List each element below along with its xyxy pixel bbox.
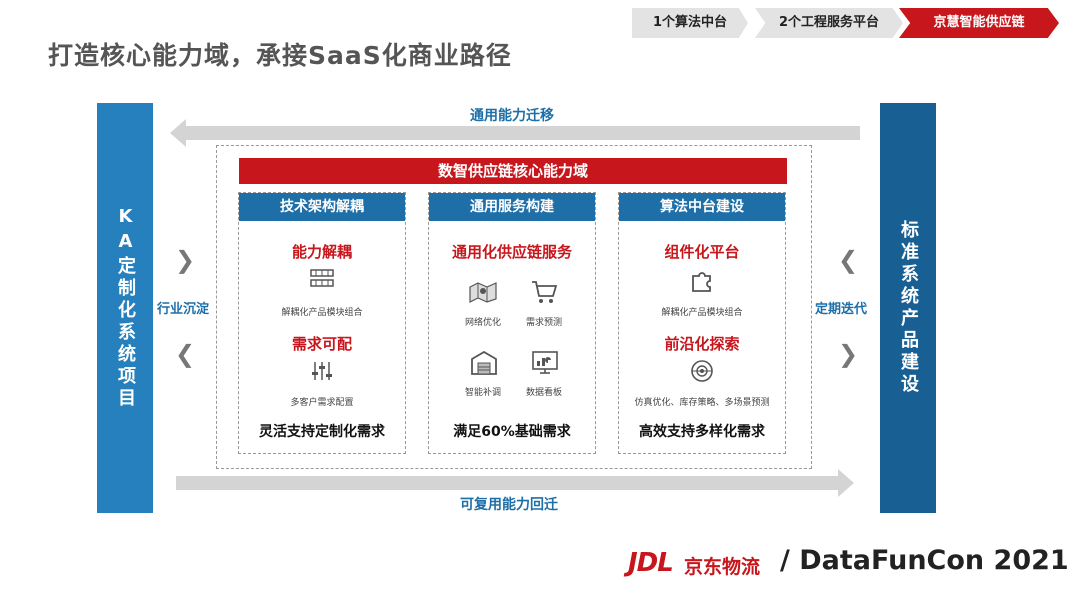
service-cell-label: 智能补调 <box>464 388 501 398</box>
chevron-left-icon: ❮ <box>838 246 859 274</box>
panel-item-title: 通用化供应链服务 <box>451 243 572 261</box>
jdl-logo-text: 京东物流 <box>684 556 761 578</box>
service-cell-label: 需求预测 <box>525 318 562 328</box>
module-grid-icon <box>310 269 334 289</box>
chevron-right-icon: ❯ <box>838 340 859 368</box>
core-capability-frame <box>216 145 812 469</box>
puzzle-piece-icon <box>690 269 714 293</box>
jdl-logo: JDL <box>628 548 674 578</box>
panel-service-building: 通用服务构建 通用化供应链服务 网络优化 需求预测 智能补调 数据看板 满足60… <box>428 192 596 454</box>
panel-item-title: 能力解耦 <box>291 243 352 261</box>
bottom-flow-arrow <box>176 469 854 497</box>
breadcrumb-step-1: 1个算法中台 <box>632 8 748 38</box>
breadcrumb-step-3-active: 京慧智能供应链 <box>899 8 1059 38</box>
panel-item-title: 需求可配 <box>291 335 352 353</box>
dashboard-monitor-icon <box>532 351 558 375</box>
datafuncon-logo: / DataFunCon 2021 <box>780 545 1069 576</box>
panel-algorithm-platform: 算法中台建设 组件化平台 解耦化产品模块组合 前沿化探索 仿真优化、库存策略、多… <box>618 192 786 454</box>
panel-head: 技术架构解耦 <box>239 193 405 221</box>
panel-architecture-decoupling: 技术架构解耦 能力解耦 解耦化产品模块组合 需求可配 多客户需求配置 灵活支持定… <box>238 192 406 454</box>
warehouse-icon <box>471 351 497 375</box>
breadcrumb-step-2: 2个工程服务平台 <box>755 8 903 38</box>
panel-item-desc: 解耦化产品模块组合 <box>661 308 743 318</box>
panel-item-desc: 仿真优化、库存策略、多场景预测 <box>634 398 770 408</box>
panel-item-title: 组件化平台 <box>664 243 740 261</box>
panel-footer: 灵活支持定制化需求 <box>259 424 385 440</box>
panel-head: 算法中台建设 <box>619 193 785 221</box>
right-side-label: 定期迭代 <box>815 302 868 317</box>
shopping-cart-icon <box>531 280 557 304</box>
core-capability-banner: 数智供应链核心能力域 <box>239 158 787 184</box>
panel-footer: 满足60%基础需求 <box>453 424 571 440</box>
left-pillar-ka-projects: KA定制化系统项目 <box>97 103 153 513</box>
panel-footer: 高效支持多样化需求 <box>639 424 765 440</box>
exploration-target-icon <box>690 359 714 383</box>
panel-item-desc: 多客户需求配置 <box>290 398 354 408</box>
map-network-icon <box>469 281 497 303</box>
chevron-left-icon: ❮ <box>175 340 196 368</box>
top-flow-arrow <box>170 119 860 147</box>
sliders-icon <box>311 361 333 381</box>
service-cell-label: 网络优化 <box>464 318 501 328</box>
page-title: 打造核心能力域，承接SaaS化商业路径 <box>48 41 512 70</box>
panel-item-title: 前沿化探索 <box>664 335 740 353</box>
service-cell-label: 数据看板 <box>525 388 562 398</box>
left-side-label: 行业沉淀 <box>157 302 210 317</box>
panel-head: 通用服务构建 <box>429 193 595 221</box>
right-pillar-standard-products: 标准系统产品建设 <box>880 103 936 513</box>
panel-item-desc: 解耦化产品模块组合 <box>281 308 363 318</box>
bottom-flow-label: 可复用能力回迁 <box>460 497 558 513</box>
chevron-right-icon: ❯ <box>175 246 196 274</box>
top-flow-label: 通用能力迁移 <box>470 108 554 124</box>
